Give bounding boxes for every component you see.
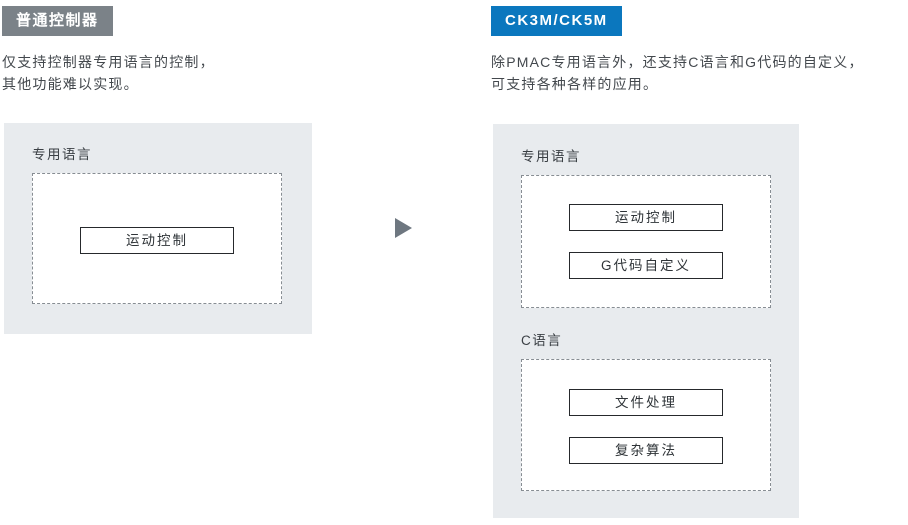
ordinary-controller-panel: 专用语言 运动控制 [4,123,312,334]
ck3m-ck5m-panel: 专用语言 运动控制 G代码自定义 C语言 文件处理 复杂算法 [493,124,799,518]
description-line-2: 可支持各种各样的应用。 [491,76,659,92]
right-arrow-icon [395,218,412,238]
complex-algorithm-box: 复杂算法 [569,437,723,464]
c-language-label: C语言 [521,333,563,348]
special-language-label: 专用语言 [32,147,92,162]
ordinary-controller-badge: 普通控制器 [2,6,113,36]
ck3m-ck5m-badge: CK3M/CK5M [491,6,622,36]
description-line-1: 仅支持控制器专用语言的控制， [2,54,215,70]
file-processing-box: 文件处理 [569,389,723,416]
c-language-dashed-box: 文件处理 复杂算法 [521,359,771,491]
special-language-label: 专用语言 [521,149,581,164]
motion-control-box: 运动控制 [569,204,723,231]
special-language-dashed-box: 运动控制 G代码自定义 [521,175,771,308]
special-language-dashed-box: 运动控制 [32,173,282,304]
gcode-custom-box: G代码自定义 [569,252,723,279]
ordinary-controller-description: 仅支持控制器专用语言的控制， 其他功能难以实现。 [2,51,215,95]
ck3m-ck5m-description: 除PMAC专用语言外，还支持C语言和G代码的自定义， 可支持各种各样的应用。 [491,51,864,95]
motion-control-box: 运动控制 [80,227,234,254]
description-line-1: 除PMAC专用语言外，还支持C语言和G代码的自定义， [491,54,864,70]
description-line-2: 其他功能难以实现。 [2,76,139,92]
